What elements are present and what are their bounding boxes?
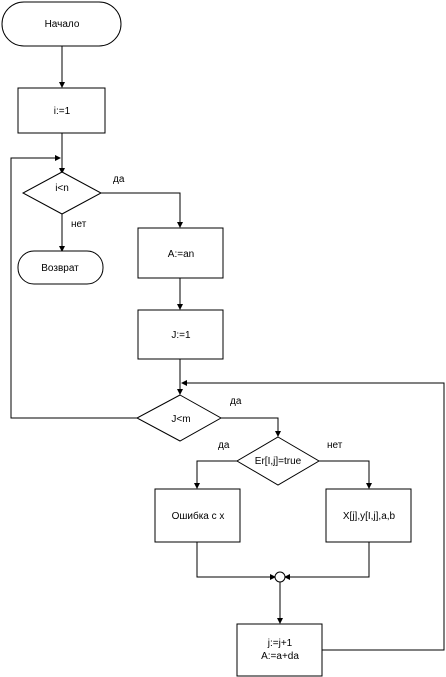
init-i-label: i:=1 (54, 106, 71, 117)
connector-call-to-merge (289, 542, 370, 578)
arrowhead-init-j (177, 304, 183, 310)
error-box (154, 488, 241, 543)
call-box (325, 488, 412, 543)
arrowhead-cond-i (59, 168, 65, 174)
node-init-j: J:=1 (137, 309, 224, 360)
arrowhead-merge-left (270, 574, 276, 580)
assign-a-box (137, 227, 224, 279)
error-label: Ошибка с х (172, 510, 225, 522)
cond-j-label: J<m (171, 414, 190, 425)
arrowhead-init (59, 82, 65, 88)
arrowhead-merge-right (284, 574, 290, 580)
cond-i-label: i<n (55, 183, 69, 194)
node-cond-j: J<m (135, 394, 223, 442)
update-label-line1: j:=j+1 (267, 638, 293, 649)
connector-cond-er-no (319, 460, 370, 485)
return-label: Возврат (41, 263, 79, 274)
arrowhead-return (59, 246, 65, 252)
node-update: j:=j+1 A:=a+da (236, 623, 323, 677)
connector-cond-i-yes (101, 192, 181, 224)
call-label: X[j],y[I,j],a,b (343, 511, 396, 522)
cond-er-no-label: нет (327, 440, 343, 451)
connector-loop-back-i (10, 157, 137, 419)
arrowhead-update (277, 618, 283, 624)
cond-i-no-label: нет (71, 219, 87, 230)
connector-loop-back-j (186, 382, 445, 651)
connector-cond-er-yes (196, 460, 237, 485)
cond-er-diamond (236, 436, 320, 486)
start-label: Начало (45, 19, 80, 30)
arrowhead-assign-a (177, 222, 183, 228)
node-error: Ошибка с х (154, 488, 241, 543)
node-start: Начало (1, 1, 122, 47)
arrowhead-error-box (194, 483, 200, 489)
arrowhead-loop-i (55, 155, 61, 161)
node-assign-a: A:=an (137, 227, 224, 279)
connector-error-to-merge (196, 542, 271, 578)
update-label-line2: A:=a+da (261, 651, 299, 662)
cond-j-yes-label: да (230, 396, 242, 407)
init-j-label: J:=1 (171, 330, 191, 341)
start-terminator (1, 1, 122, 47)
connector-cond-j-yes (221, 417, 279, 433)
cond-i-yes-label: да (113, 174, 125, 185)
cond-er-label: Er[I,j]=true (255, 456, 302, 467)
update-box (236, 623, 323, 677)
cond-j-diamond (135, 394, 223, 442)
return-terminator (17, 250, 104, 285)
node-call: X[j],y[I,j],a,b (325, 488, 412, 543)
merge-connector (274, 571, 286, 583)
connectors (10, 46, 445, 651)
node-init-i: i:=1 (17, 87, 106, 134)
arrowhead-call-box (366, 483, 372, 489)
init-j-box (137, 309, 224, 360)
init-i-box (17, 87, 106, 134)
arrowhead-cond-j (177, 389, 183, 395)
node-return: Возврат (17, 250, 104, 285)
cond-er-yes-label: да (218, 440, 230, 451)
arrowhead-loop-j (181, 380, 187, 386)
cond-i-diamond (21, 171, 103, 215)
assign-a-label: A:=an (168, 249, 194, 260)
node-cond-i: i<n (21, 171, 103, 215)
arrowhead-cond-er (275, 431, 281, 437)
node-cond-er: Er[I,j]=true (236, 436, 320, 486)
